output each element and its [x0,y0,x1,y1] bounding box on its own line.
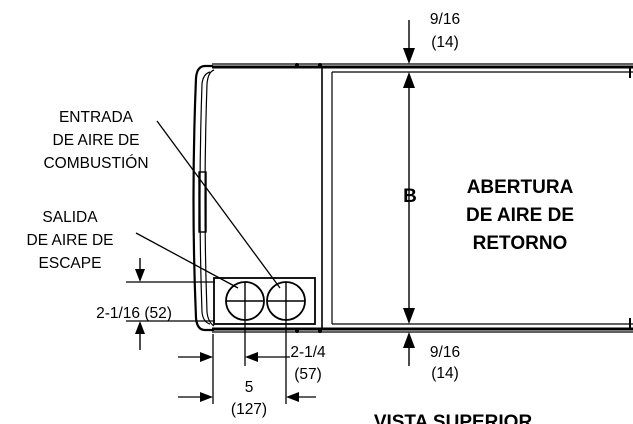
exhaust-line-1: SALIDA [42,209,98,226]
bottom-gap-inches: 9/16 [430,344,460,361]
bottom-gap-mm: (14) [431,365,459,382]
pipe-spacing-mm: (57) [294,366,322,383]
pipe-spacing-inches: 2-1/4 [290,344,326,361]
intake-callout: ENTRADA DE AIRE DE COMBUSTIÓN [43,109,148,172]
intake-pipe [266,281,306,321]
intake-line-3: COMBUSTIÓN [43,155,148,172]
pipe-offset-mm: (127) [231,401,267,418]
pipe-offset-inches: 5 [245,379,254,396]
top-gap-inches: 9/16 [430,11,460,28]
return-line-2: DE AIRE DE [466,205,574,226]
vent-pipes [213,277,316,325]
return-line-1: ABERTURA [467,177,574,198]
bottom-gap-dimension: 9/16 (14) [403,332,460,382]
pipe-height-dimension: 2-1/16 (52) [96,258,215,350]
pipe-height-label: 2-1/16 (52) [96,305,172,322]
return-opening-label: ABERTURA DE AIRE DE RETORNO [466,177,574,254]
top-gap-mm: (14) [431,34,459,51]
intake-line-1: ENTRADA [59,109,134,126]
exhaust-pipe [225,281,265,321]
b-label: B [403,186,417,207]
exhaust-line-2: DE AIRE DE [27,232,114,249]
pipe-offset-dimension: 2-1/4 (57) 5 (127) [178,320,326,418]
unit-body [192,63,633,333]
b-dimension: B [403,72,417,324]
intake-line-2: DE AIRE DE [53,132,140,149]
return-line-3: RETORNO [473,233,568,254]
top-gap-dimension: 9/16 (14) [403,11,460,64]
exhaust-callout: SALIDA DE AIRE DE ESCAPE [27,209,114,272]
view-title: VISTA SUPERIOR [374,412,533,424]
exhaust-line-3: ESCAPE [39,255,102,272]
